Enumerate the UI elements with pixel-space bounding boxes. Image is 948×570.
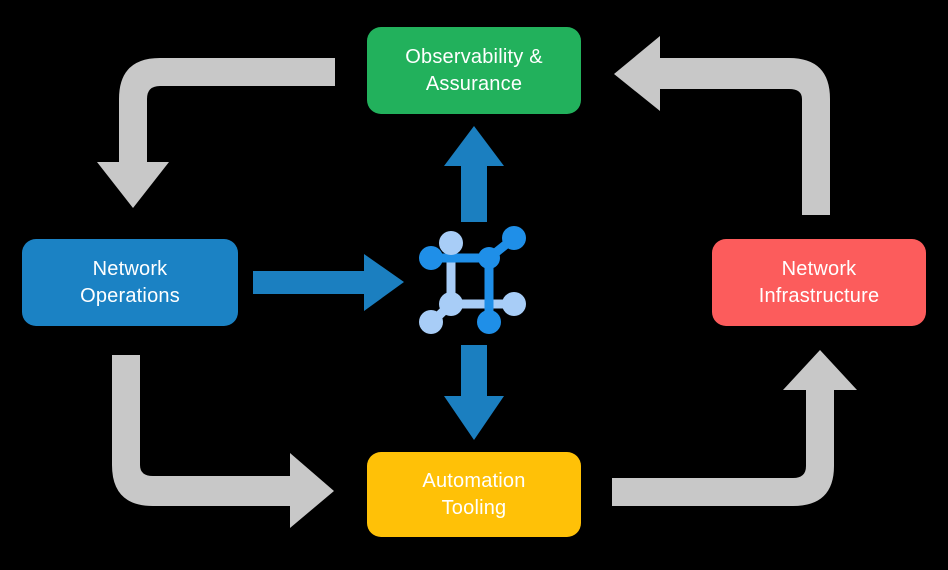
- node-observability-assurance[interactable]: Observability & Assurance: [367, 27, 581, 114]
- arrow-automation-to-infrastructure: [612, 350, 857, 506]
- node-network-infrastructure[interactable]: Network Infrastructure: [712, 239, 926, 326]
- arrow-observability-to-operations: [97, 58, 335, 208]
- arrow-center-to-automation: [444, 345, 504, 440]
- node-automation-tooling[interactable]: Automation Tooling: [367, 452, 581, 537]
- arrow-center-to-observability: [444, 126, 504, 222]
- node-network-operations[interactable]: Network Operations: [22, 239, 238, 326]
- arrow-infrastructure-to-observability: [614, 36, 830, 215]
- network-topology-icon: [419, 226, 526, 334]
- arrow-operations-to-center: [253, 254, 404, 311]
- arrow-operations-to-automation: [112, 355, 334, 528]
